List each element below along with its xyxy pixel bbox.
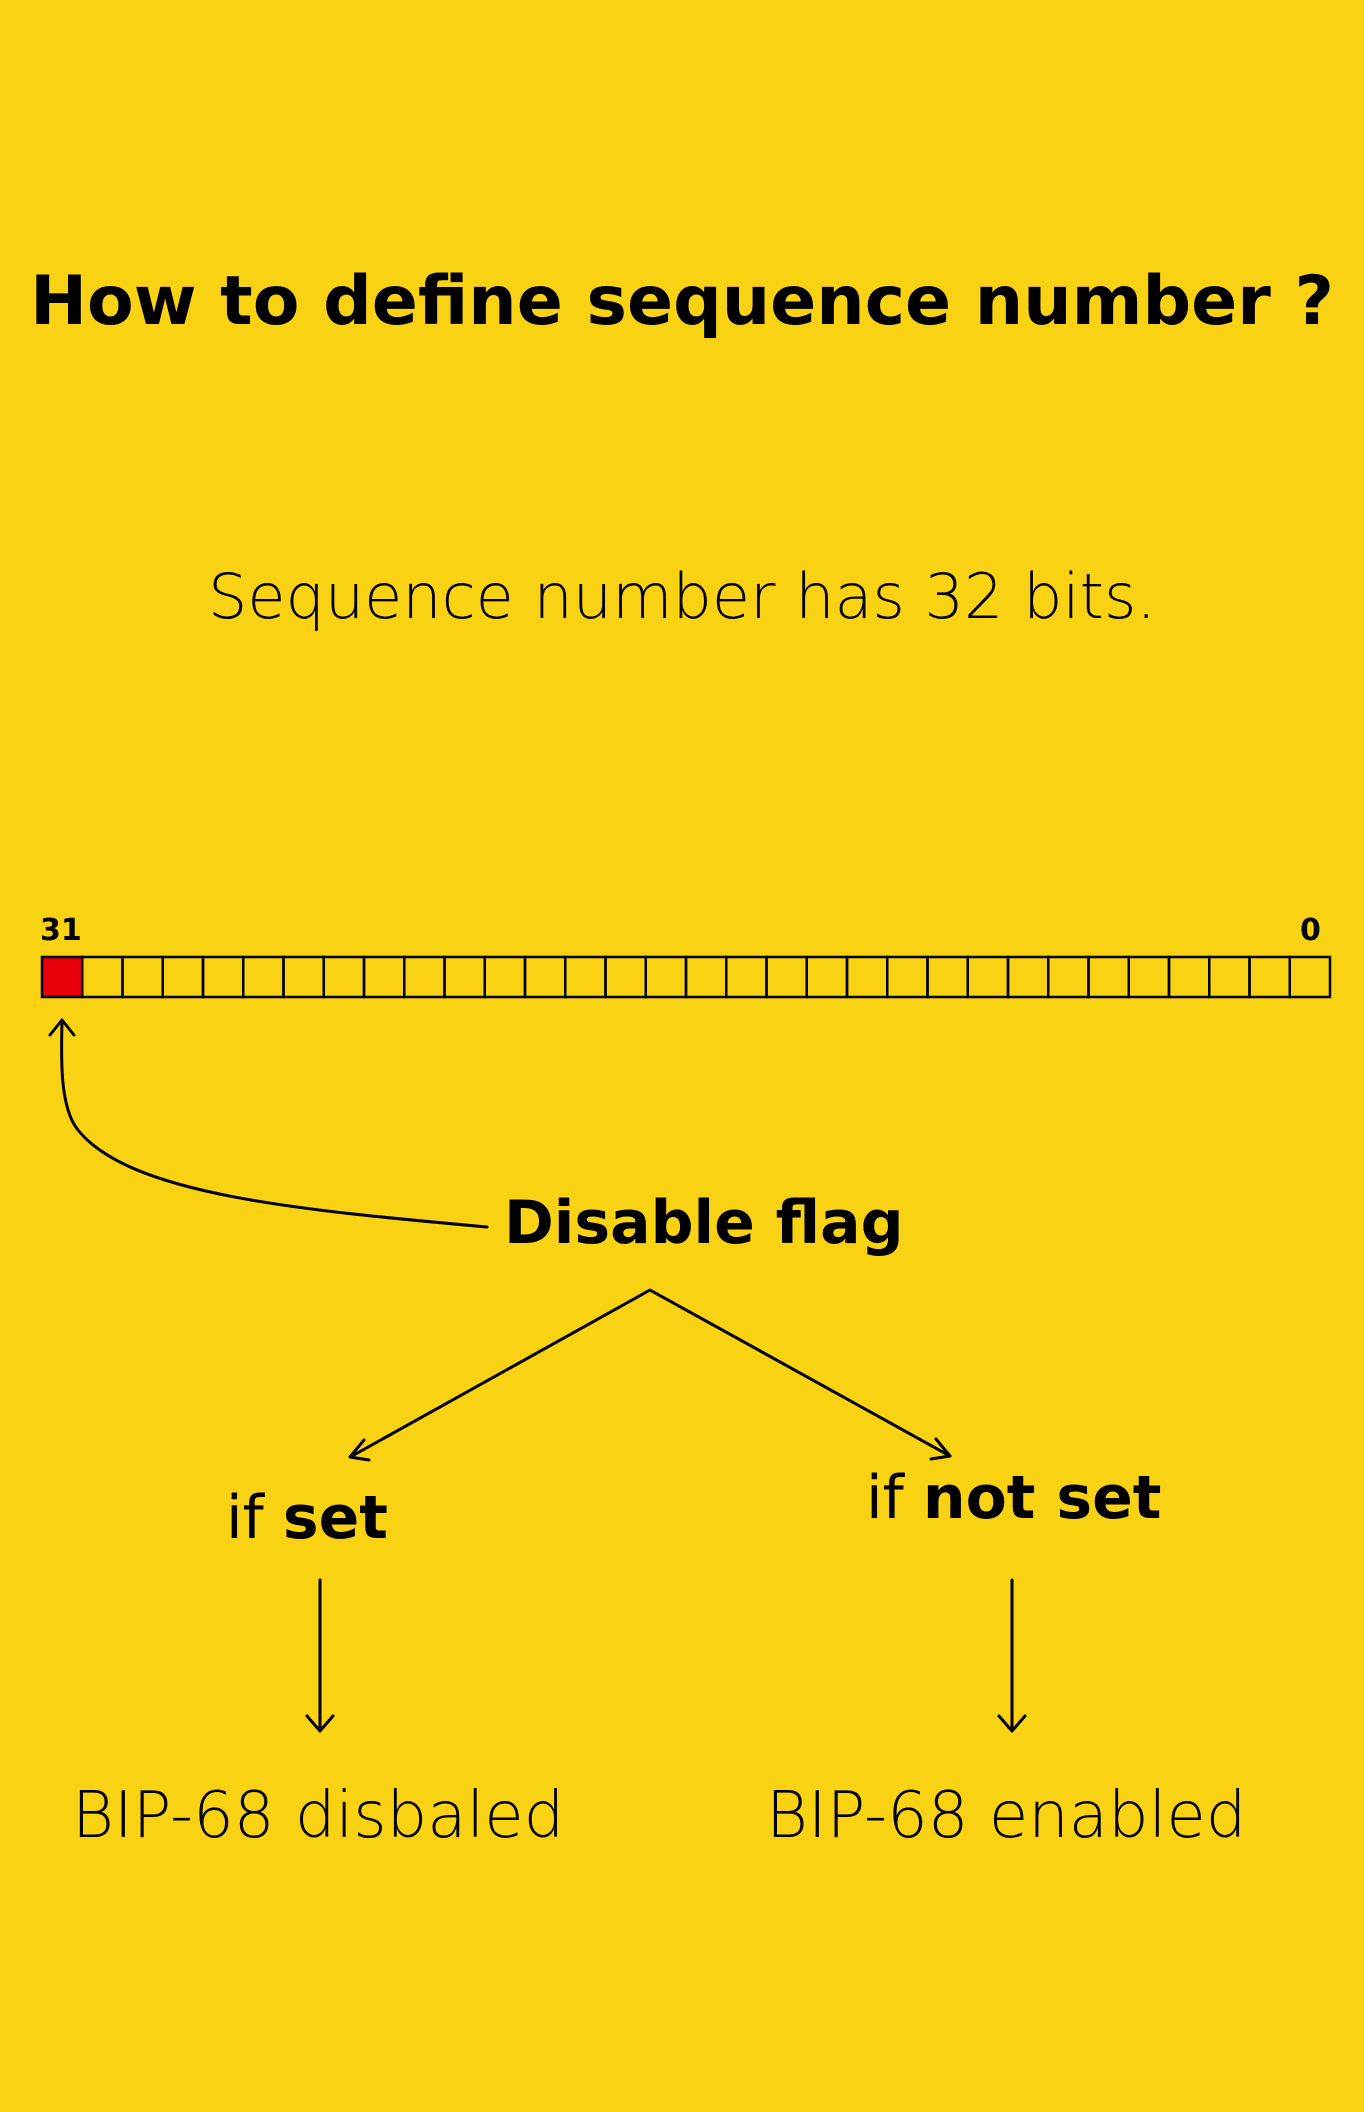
bit-cell-12 bbox=[805, 955, 849, 999]
bit-cell-26 bbox=[242, 955, 285, 999]
bit-cell-0 bbox=[1288, 955, 1332, 999]
bit-cell-31 bbox=[40, 955, 84, 999]
if-set-prefix: if bbox=[226, 1483, 264, 1553]
bit-cell-27 bbox=[201, 955, 245, 999]
bit-cell-19 bbox=[523, 955, 567, 999]
page-title: How to define sequence number ? bbox=[30, 262, 1334, 341]
result-bip68-disabled: BIP-68 disbaled bbox=[72, 1779, 565, 1853]
bit-cell-13 bbox=[765, 955, 808, 999]
bit-cell-9 bbox=[926, 955, 969, 999]
bit-cell-7 bbox=[1006, 955, 1050, 999]
bit-low-label: 0 bbox=[1300, 913, 1321, 948]
bit-high-label: 31 bbox=[40, 913, 82, 948]
if-set-keyword: set bbox=[282, 1483, 388, 1553]
bit-cell-10 bbox=[886, 955, 929, 999]
branch-not-set-arrowhead bbox=[929, 1437, 952, 1461]
bit-cell-15 bbox=[684, 955, 728, 999]
bit-cell-4 bbox=[1127, 955, 1171, 999]
branch-set-arrowhead bbox=[348, 1438, 371, 1462]
bit-cell-18 bbox=[564, 955, 607, 999]
bit-cell-25 bbox=[282, 955, 325, 999]
flag-pointer-arrowhead bbox=[48, 1018, 76, 1037]
bit-cell-6 bbox=[1047, 955, 1090, 999]
bit-cell-22 bbox=[403, 955, 446, 999]
flag-pointer-arrow bbox=[60, 1020, 489, 1229]
bit-cell-8 bbox=[966, 955, 1010, 999]
if-not-set-condition: if not set bbox=[866, 1468, 1161, 1528]
not-set-down-arrowhead bbox=[997, 1714, 1027, 1733]
bit-cell-11 bbox=[845, 955, 889, 999]
bit-cell-1 bbox=[1248, 955, 1291, 999]
bit-cell-17 bbox=[604, 955, 647, 999]
bit-cell-5 bbox=[1087, 955, 1130, 999]
bit-cell-3 bbox=[1167, 955, 1211, 999]
disable-flag-label: Disable flag bbox=[504, 1188, 904, 1258]
bit-cell-23 bbox=[362, 955, 406, 999]
bit-field bbox=[40, 955, 1332, 999]
branch-lines bbox=[350, 1288, 952, 1458]
result-bip68-enabled: BIP-68 enabled bbox=[766, 1779, 1247, 1853]
bit-cell-29 bbox=[121, 955, 164, 999]
if-not-set-prefix: if bbox=[866, 1463, 904, 1533]
bit-cell-20 bbox=[483, 955, 527, 999]
if-not-set-keyword: not set bbox=[922, 1463, 1162, 1533]
bit-cell-14 bbox=[725, 955, 768, 999]
bit-cell-24 bbox=[322, 955, 366, 999]
bit-cell-16 bbox=[644, 955, 688, 999]
set-down-arrowhead bbox=[305, 1714, 335, 1733]
subtitle: Sequence number has 32 bits. bbox=[207, 560, 1156, 633]
if-set-condition: if set bbox=[226, 1488, 388, 1548]
bit-cell-2 bbox=[1208, 955, 1251, 999]
bit-cell-30 bbox=[81, 955, 124, 999]
bit-cell-21 bbox=[443, 955, 486, 999]
bit-cell-28 bbox=[161, 955, 205, 999]
